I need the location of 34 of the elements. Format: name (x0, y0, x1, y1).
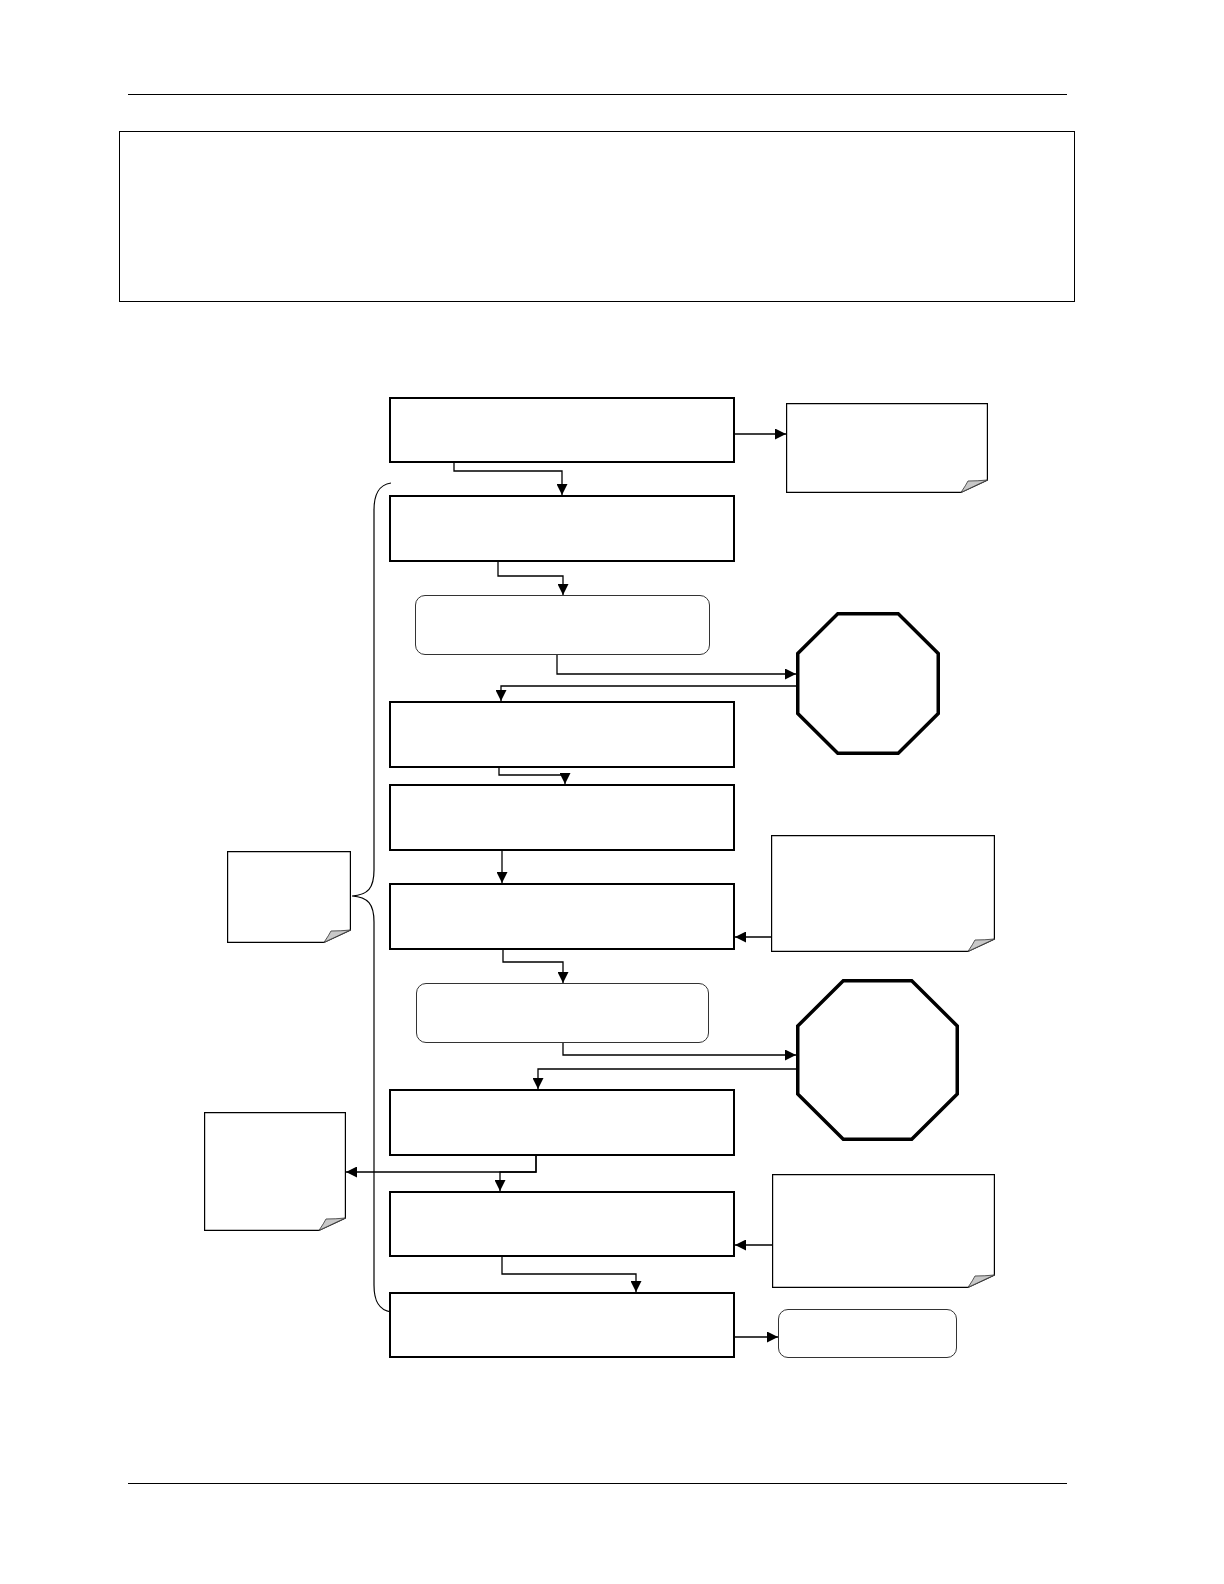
frame (119, 131, 1075, 302)
process-box (389, 701, 735, 768)
process-box (389, 784, 735, 851)
process-box (389, 397, 735, 463)
arrow (734, 1331, 779, 1343)
rounded-box (778, 1309, 957, 1358)
note-card (204, 1112, 346, 1231)
arrow (734, 931, 772, 943)
rounded-box (416, 983, 709, 1043)
note-card (771, 835, 995, 952)
arrow (556, 654, 797, 680)
arrow (501, 1256, 642, 1293)
arrow (734, 1239, 773, 1251)
rounded-box (415, 595, 710, 655)
stop-octagon (796, 612, 940, 755)
process-box (389, 495, 735, 562)
arrow (453, 462, 568, 496)
arrow (532, 1068, 797, 1090)
arrow (495, 685, 797, 702)
arrow (562, 1042, 797, 1061)
process-box (389, 883, 735, 950)
process-box (389, 1191, 735, 1257)
arrow (496, 850, 508, 884)
arrow (502, 949, 569, 984)
process-box (389, 1089, 735, 1156)
process-box (389, 1292, 735, 1358)
arrow (494, 1155, 537, 1192)
arrow (497, 561, 569, 596)
note-card (786, 403, 988, 493)
note-card (772, 1174, 995, 1288)
stop-octagon (796, 979, 959, 1141)
arrow (498, 767, 571, 785)
arrow (734, 428, 787, 440)
note-card (227, 851, 351, 943)
